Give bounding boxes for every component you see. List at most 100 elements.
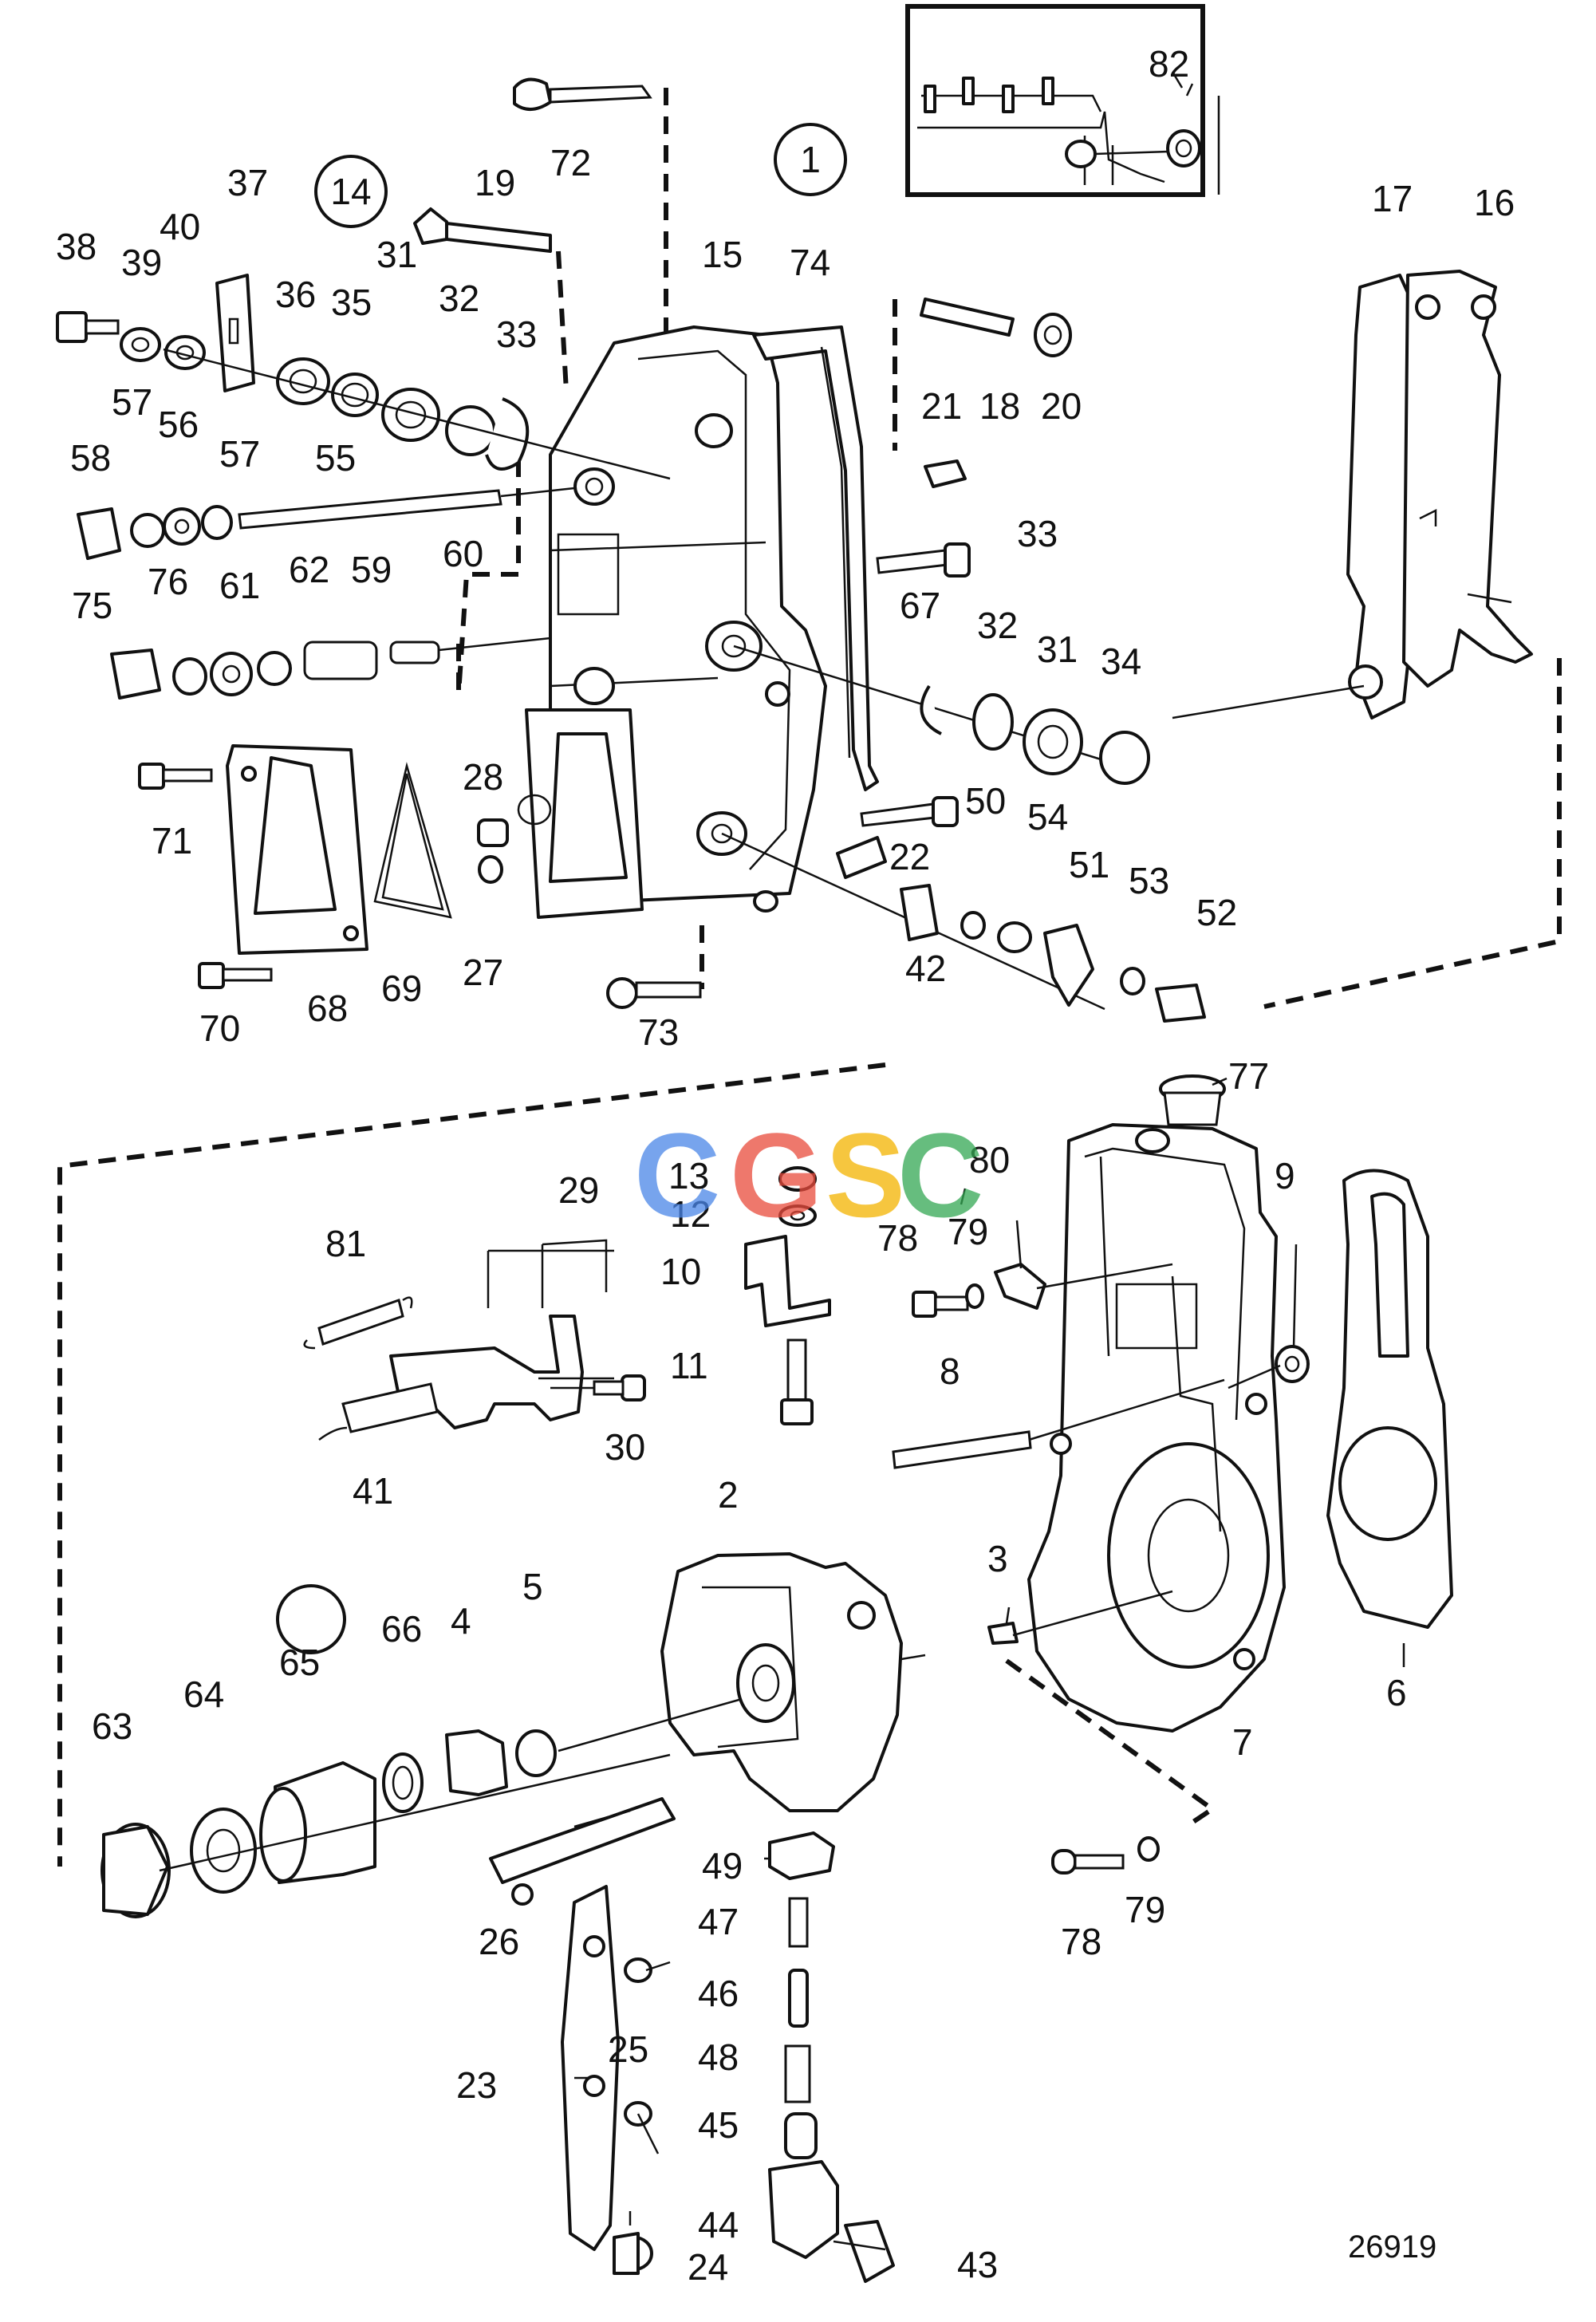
label-27: 27 xyxy=(463,952,503,993)
label-18: 18 xyxy=(979,385,1020,427)
label-78b: 78 xyxy=(1061,1921,1101,1962)
label-16: 16 xyxy=(1474,182,1515,223)
label-39: 39 xyxy=(121,242,162,283)
label-21: 21 xyxy=(921,385,962,427)
label-67: 67 xyxy=(900,585,940,626)
label-33b: 33 xyxy=(1017,513,1058,554)
circled-label-14 xyxy=(314,155,388,228)
label-23: 23 xyxy=(456,2064,497,2106)
label-8: 8 xyxy=(940,1350,960,1392)
label-65: 65 xyxy=(279,1642,320,1683)
label-49: 49 xyxy=(702,1845,743,1886)
piston-parts-63-66 xyxy=(100,1729,671,1918)
circled-label-1 xyxy=(774,123,847,196)
circled-markers xyxy=(276,123,847,1654)
label-73: 73 xyxy=(638,1011,679,1053)
label-12: 12 xyxy=(670,1193,711,1235)
governor-housing-2 xyxy=(558,1552,926,1812)
label-69: 69 xyxy=(381,968,422,1009)
label-31a: 31 xyxy=(376,234,417,275)
label-50: 50 xyxy=(965,780,1006,822)
label-82: 82 xyxy=(1149,43,1189,85)
watermark-letter-3: S xyxy=(826,1108,905,1242)
part-labels: 1 14 82 72 37 19 17 16 40 38 39 31 15 74… xyxy=(56,43,1515,2288)
label-34: 34 xyxy=(1101,641,1141,682)
label-2: 2 xyxy=(718,1474,739,1516)
label-11: 11 xyxy=(670,1345,708,1386)
label-10: 10 xyxy=(660,1251,701,1292)
label-46: 46 xyxy=(698,1973,739,2014)
watermark-letter-2: G xyxy=(730,1108,823,1242)
label-41: 41 xyxy=(353,1470,393,1512)
label-24: 24 xyxy=(688,2246,728,2288)
label-80: 80 xyxy=(969,1139,1010,1181)
empty-circle-marker xyxy=(276,1584,346,1654)
label-4: 4 xyxy=(451,1600,471,1642)
label-62: 62 xyxy=(289,549,329,590)
inset-detail-82 xyxy=(905,4,1220,197)
label-63: 63 xyxy=(92,1705,132,1747)
upper-left-parts xyxy=(56,77,702,1009)
cover-68-and-gasket-69 xyxy=(226,708,644,955)
label-19: 19 xyxy=(475,162,515,203)
rear-housing-7 xyxy=(1027,1123,1286,1733)
label-79b: 79 xyxy=(1125,1889,1165,1930)
label-57a: 57 xyxy=(112,381,152,423)
label-57b: 57 xyxy=(219,433,260,475)
lower-right-small-parts xyxy=(892,1263,1310,1875)
label-3: 3 xyxy=(987,1538,1008,1579)
label-60: 60 xyxy=(443,533,483,574)
label-9: 9 xyxy=(1275,1155,1295,1196)
label-35: 35 xyxy=(331,282,372,323)
reference-code: 26919 xyxy=(1348,2229,1436,2265)
label-43: 43 xyxy=(957,2244,998,2285)
label-38: 38 xyxy=(56,226,97,267)
label-78a: 78 xyxy=(877,1217,918,1259)
label-32b: 32 xyxy=(977,605,1018,646)
label-54: 54 xyxy=(1027,796,1068,838)
label-51: 51 xyxy=(1069,844,1109,885)
cover-plate-74 xyxy=(752,325,879,791)
label-74: 74 xyxy=(790,242,830,283)
label-25: 25 xyxy=(608,2028,648,2070)
label-33a: 33 xyxy=(496,313,537,355)
label-15: 15 xyxy=(702,234,743,275)
label-71: 71 xyxy=(152,820,192,861)
label-48: 48 xyxy=(698,2036,739,2078)
label-47: 47 xyxy=(698,1901,739,1942)
label-75: 75 xyxy=(72,585,112,626)
governor-linkage-29-41 xyxy=(303,1239,646,1441)
label-37: 37 xyxy=(227,162,268,203)
label-6: 6 xyxy=(1386,1672,1407,1713)
gasket-6 xyxy=(1326,1169,1453,1629)
label-53: 53 xyxy=(1129,860,1169,901)
label-66: 66 xyxy=(381,1608,422,1650)
label-13: 13 xyxy=(668,1155,709,1196)
label-40: 40 xyxy=(160,206,200,247)
label-20: 20 xyxy=(1041,385,1082,427)
stack-parts-43-49 xyxy=(768,1831,895,2283)
label-42: 42 xyxy=(905,948,946,989)
label-56: 56 xyxy=(158,404,199,445)
label-79a: 79 xyxy=(948,1211,988,1252)
label-61: 61 xyxy=(219,565,260,606)
plug-77 xyxy=(1159,1074,1226,1126)
label-7: 7 xyxy=(1232,1721,1253,1763)
label-58: 58 xyxy=(70,437,111,479)
upper-right-parts xyxy=(721,298,1206,1023)
watermark-letter-4: C xyxy=(897,1108,983,1242)
label-29: 29 xyxy=(558,1169,599,1211)
label-52: 52 xyxy=(1196,892,1237,933)
label-5: 5 xyxy=(522,1566,543,1607)
lever-23-26 xyxy=(489,1797,676,2275)
label-31b: 31 xyxy=(1037,629,1078,670)
label-30: 30 xyxy=(605,1426,645,1468)
label-45: 45 xyxy=(698,2104,739,2146)
label-44: 44 xyxy=(698,2204,739,2245)
label-59: 59 xyxy=(351,549,392,590)
label-26: 26 xyxy=(479,1921,519,1962)
label-64: 64 xyxy=(183,1673,224,1715)
label-36: 36 xyxy=(275,274,316,315)
label-55: 55 xyxy=(315,437,356,479)
label-77: 77 xyxy=(1228,1055,1269,1097)
